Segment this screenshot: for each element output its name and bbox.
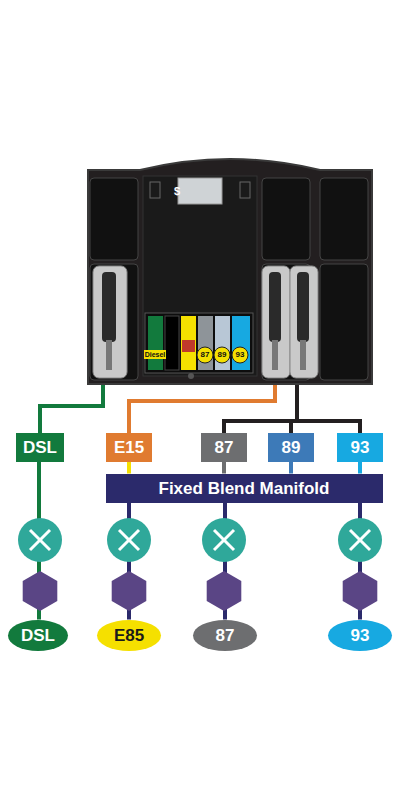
e15-wire (129, 382, 275, 433)
side-panel (262, 178, 310, 260)
speaker-grille (240, 182, 250, 198)
e85-sticker (182, 340, 195, 352)
valve-symbol (338, 518, 382, 562)
supply-box: 87 (201, 433, 247, 462)
grade-button (215, 316, 230, 370)
node-label: 87 (215, 439, 234, 456)
grade-button (165, 316, 179, 370)
supply-box: 93 (337, 433, 383, 462)
valve-symbol (18, 518, 62, 562)
grade-button (148, 316, 163, 370)
price-sign: $ (174, 186, 180, 197)
supply-box: E15 (106, 433, 152, 462)
filter-symbol (207, 571, 242, 611)
side-panel (90, 178, 138, 260)
price-screen (178, 178, 222, 204)
tank-oval: 87 (193, 620, 257, 651)
grade-button (232, 316, 250, 370)
octane-number: 87 (201, 351, 210, 359)
grade-button (181, 316, 196, 370)
node-label: 93 (351, 627, 370, 644)
nozzle (290, 266, 318, 378)
supply-box: DSL (16, 433, 64, 462)
pipe-connector (222, 462, 226, 474)
nozzle-bay (262, 264, 310, 380)
logo-dot (188, 373, 194, 379)
pipe-connector (127, 462, 131, 474)
octane-badge (232, 347, 248, 363)
octane-number: 93 (236, 351, 245, 359)
manifold-band: Fixed Blend Manifold (106, 474, 383, 503)
tank-oval: DSL (8, 620, 68, 651)
tank-shape (193, 620, 257, 651)
node-label: E15 (114, 439, 144, 456)
node-label: 89 (282, 439, 301, 456)
node-label: E85 (114, 627, 144, 644)
tank-shape (8, 620, 68, 651)
grade-panel (145, 313, 253, 373)
tank-oval: E85 (97, 620, 161, 651)
node-label: 87 (216, 627, 235, 644)
blend-wire (289, 421, 293, 433)
filter-symbol (343, 571, 378, 611)
nozzle-bay (90, 264, 138, 380)
valve-symbol (202, 518, 246, 562)
diesel-wire (40, 382, 103, 433)
blend-wire (295, 382, 299, 421)
speaker-grille (150, 182, 160, 198)
nozzle-bay (320, 264, 368, 380)
nozzle (262, 266, 290, 378)
nozzle (93, 266, 127, 378)
octane-badge (214, 347, 230, 363)
center-panel (143, 176, 257, 376)
grade-button (198, 316, 213, 370)
tank-shape (328, 620, 392, 651)
grade-label: Diesel (144, 350, 167, 359)
pipe-connector (289, 462, 293, 474)
pipe-connector (358, 462, 362, 474)
filter-symbol (112, 571, 147, 611)
valve-symbol (107, 518, 151, 562)
node-label: DSL (21, 627, 55, 644)
blend-wire (224, 421, 360, 433)
octane-badge (197, 347, 213, 363)
tank-oval: 93 (328, 620, 392, 651)
filter-symbol (23, 571, 58, 611)
node-label: DSL (23, 439, 57, 456)
node-label: 93 (351, 439, 370, 456)
supply-box: 89 (268, 433, 314, 462)
dispenser-body (88, 159, 372, 384)
tank-shape (97, 620, 161, 651)
node-label: Fixed Blend Manifold (159, 480, 330, 497)
octane-number: 89 (218, 351, 227, 359)
side-panel (320, 178, 368, 260)
